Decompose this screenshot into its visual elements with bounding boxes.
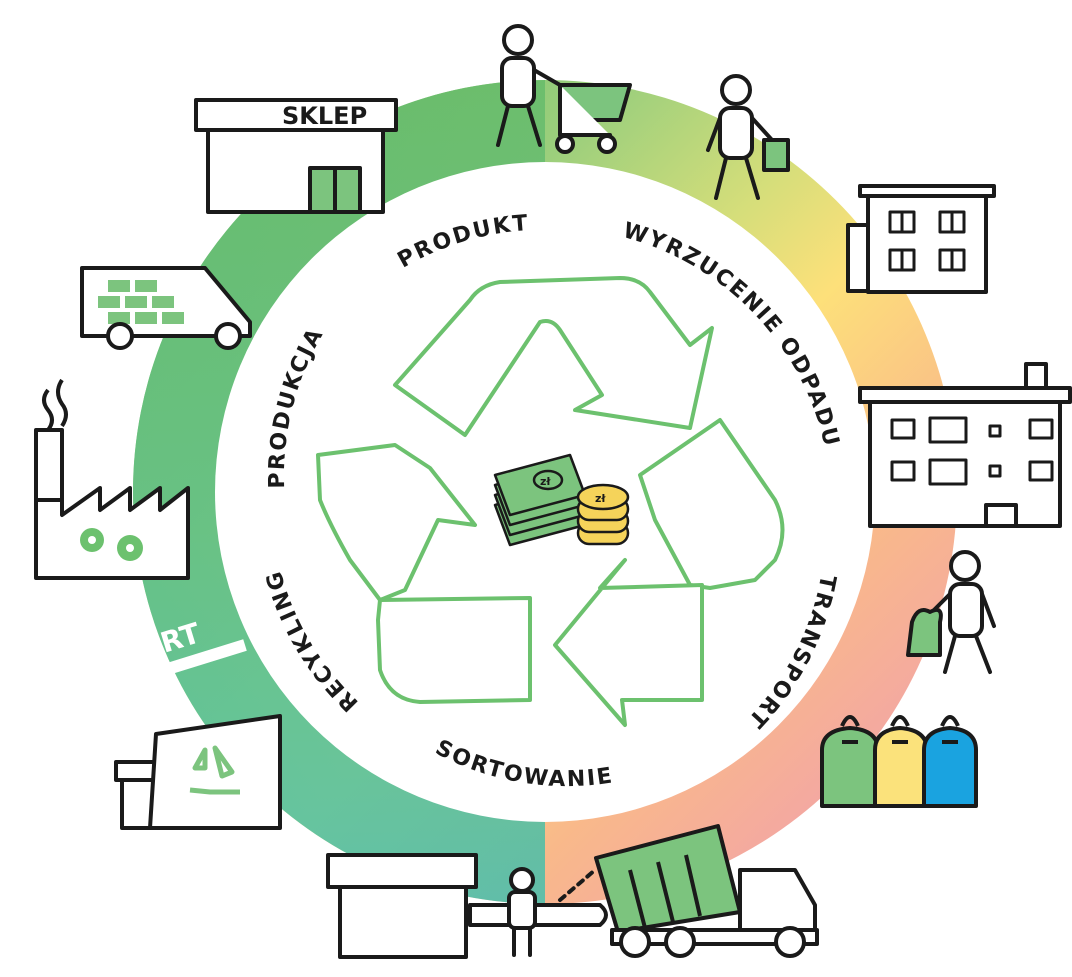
recycle-arrows-icon [316,276,785,727]
currency-label-bills: zł [540,475,551,488]
shopper-cart-icon [496,24,632,154]
person-trash-bag-icon [906,550,996,674]
money-icon: zł zł [493,453,630,547]
house-icon [846,184,996,294]
shop-icon: SKLEP [194,98,398,214]
start-divider [98,639,247,696]
factory-icon [34,378,190,580]
shop-sign: SKLEP [282,102,367,130]
person-shopping-bag-icon [706,74,790,200]
sorting-conveyor-icon [326,853,608,959]
recycling-plant-icon [114,714,282,830]
garbage-truck-icon [594,824,819,958]
waste-bins-icon [820,715,978,808]
apartment-block-icon [858,362,1072,528]
currency-label-coins: zł [595,492,606,505]
van-icon [80,266,252,350]
